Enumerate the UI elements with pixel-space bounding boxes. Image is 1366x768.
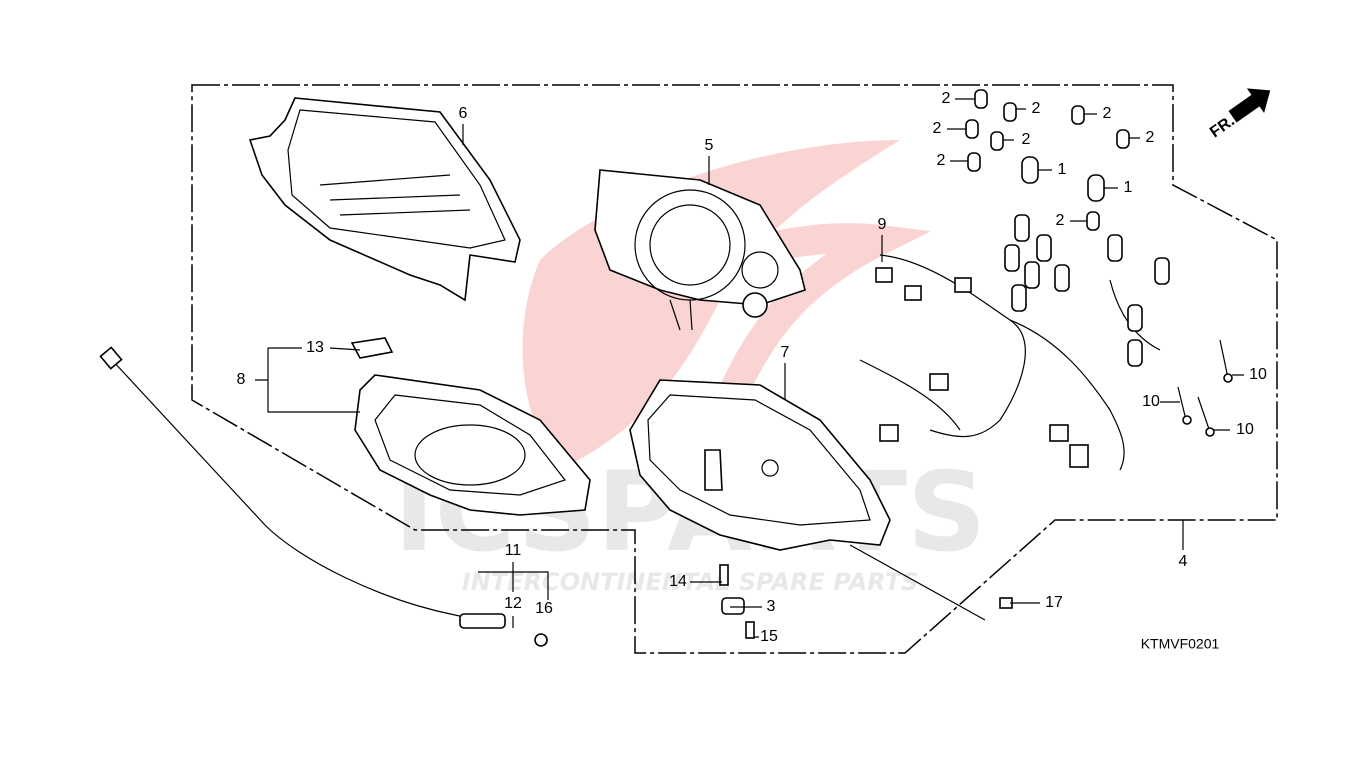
callout-1: 1: [1058, 161, 1067, 178]
callout-2: 2: [933, 120, 942, 137]
leader-lines: [255, 98, 1244, 638]
callout-2: 2: [937, 152, 946, 169]
callout-2: 2: [1146, 129, 1155, 146]
callout-2: 2: [1022, 131, 1031, 148]
screws-part-10: [1177, 339, 1233, 437]
callout-14: 14: [669, 573, 687, 590]
callout-9: 9: [878, 216, 887, 233]
front-direction-indicator: FR.: [1207, 88, 1271, 141]
callout-1: 1: [1124, 179, 1133, 196]
meter-panel-part-8: [350, 337, 591, 516]
callout-13: 13: [306, 339, 324, 356]
callout-10: 10: [1249, 366, 1267, 383]
callout-7: 7: [781, 344, 790, 361]
meter-case-part-7: [629, 379, 891, 551]
meter-part-5: [594, 169, 806, 331]
callout-2: 2: [1103, 105, 1112, 122]
callout-10: 10: [1236, 421, 1254, 438]
callout-4: 4: [1179, 553, 1188, 570]
wire-harness-part-9: [859, 214, 1170, 471]
bulbs: [965, 89, 1130, 231]
callout-labels: 1 1 2 2 2 2 2 2 2 2 3 4 5 6 7 8 9 10 10 …: [237, 90, 1267, 651]
bulb-sockets: [1004, 214, 1170, 367]
callout-3: 3: [767, 598, 776, 615]
small-hardware: [719, 564, 1013, 639]
callout-17: 17: [1045, 594, 1063, 611]
callout-15: 15: [760, 628, 778, 645]
meter-cover-part-6: [248, 97, 521, 302]
speedometer-cable-part-11: [99, 346, 548, 647]
assembly-outline: [191, 84, 1278, 654]
callout-11: 11: [505, 542, 522, 559]
callout-16: 16: [535, 600, 553, 617]
front-arrow-icon: [1228, 88, 1271, 123]
callout-2: 2: [1032, 100, 1041, 117]
callout-6: 6: [459, 105, 468, 122]
callout-12: 12: [504, 595, 522, 612]
callout-10: 10: [1142, 393, 1160, 410]
callout-2: 2: [942, 90, 951, 107]
callout-8: 8: [237, 371, 246, 388]
callout-5: 5: [705, 137, 714, 154]
callout-2: 2: [1056, 212, 1065, 229]
diagram-code: KTMVF0201: [1141, 636, 1220, 652]
